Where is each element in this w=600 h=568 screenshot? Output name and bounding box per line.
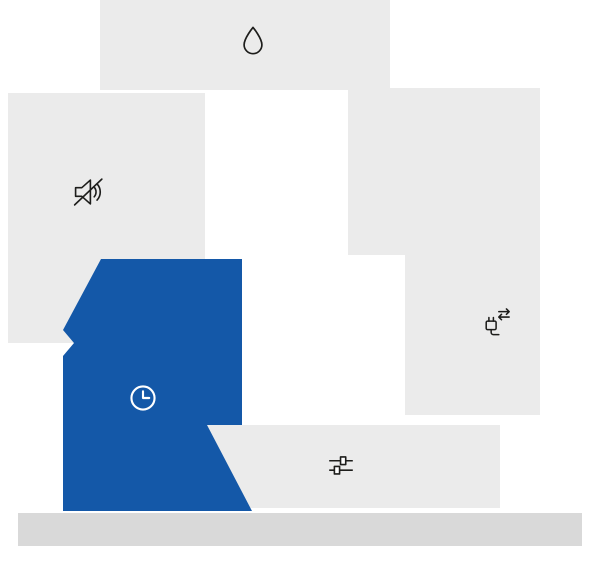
- speaker-muted-icon: [67, 171, 109, 213]
- tile-connectivity: [405, 88, 540, 415]
- sliders-icon: [324, 448, 358, 482]
- tile-water: [100, 0, 390, 90]
- clock-icon: [127, 382, 159, 414]
- tile-settings: [207, 425, 500, 508]
- plug-swap-icon: [479, 304, 515, 340]
- tile-quiet: [8, 93, 205, 343]
- bottom-bar: [18, 513, 582, 546]
- water-drop-icon: [238, 24, 268, 58]
